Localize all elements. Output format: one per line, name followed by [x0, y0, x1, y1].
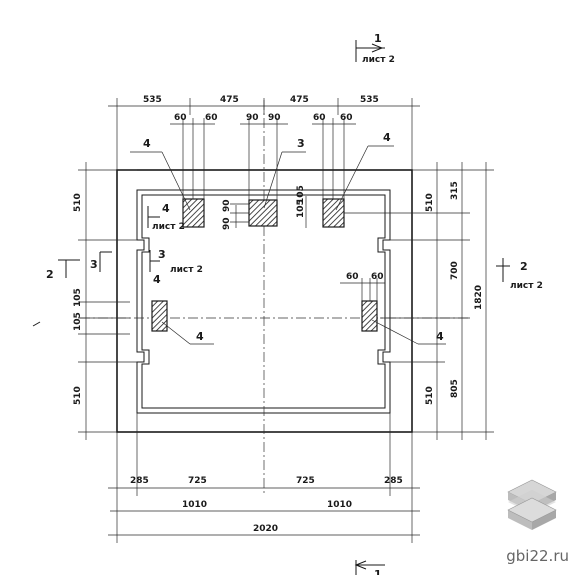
- top-small-6: 60: [340, 113, 353, 123]
- stray-mark: [32, 321, 41, 327]
- left-dimension-chain: 510 105 105 510: [73, 162, 137, 440]
- callout-top-mid-3: 3: [297, 137, 305, 150]
- bottom-total: 2020: [253, 524, 278, 534]
- section-top-sheet: лист 2: [362, 55, 395, 65]
- opening-right: [361, 300, 378, 332]
- callouts: 4 3 4 4 4: [130, 131, 446, 345]
- section-mark-right: 2 лист 2: [496, 258, 543, 291]
- section-mark-inner-4: 4 лист 2: [147, 202, 185, 232]
- top-small-3: 90: [246, 113, 259, 123]
- watermark-text: gbi22.ru: [506, 547, 569, 565]
- inner-wall-inner-line: [141, 194, 386, 409]
- section-right-num: 2: [520, 260, 528, 273]
- left-small-1: 90: [222, 199, 232, 212]
- gbi-logo-icon: [507, 479, 557, 530]
- callout-bottom-right-4: 4: [436, 330, 444, 343]
- section-inner-4-num: 4: [162, 202, 170, 215]
- section-inner-3-sheet: лист 2: [170, 265, 203, 275]
- right-pipe-2: 60: [371, 272, 384, 282]
- right-mid-3: 805: [450, 379, 460, 398]
- bottom-dim-4: 285: [384, 476, 403, 486]
- bottom-mid-1: 1010: [182, 500, 207, 510]
- right-inner-1: 510: [425, 193, 435, 212]
- right-dimension-chain: 510 510 315 700 805 1820: [344, 162, 494, 440]
- callout-top-right-4: 4: [383, 131, 391, 144]
- left-small-dims: 90 90 105 105: [222, 185, 307, 230]
- right-pipe-1: 60: [346, 272, 359, 282]
- right-mid-2: 700: [450, 261, 460, 280]
- opening-top-left: [182, 198, 205, 228]
- section-mark-left: 2 3: [46, 251, 112, 281]
- outer-contour: [116, 169, 413, 433]
- left-dim-2: 105: [73, 288, 83, 307]
- opening-left: [151, 300, 168, 332]
- section-inner-3-num: 3: [158, 248, 166, 261]
- bottom-dim-3: 725: [296, 476, 315, 486]
- left-small-2: 90: [222, 217, 232, 230]
- top-dim-2: 475: [220, 95, 239, 105]
- section-mark-bottom: 1: [354, 560, 385, 575]
- left-dim-1: 510: [73, 193, 83, 212]
- top-small-1: 60: [174, 113, 187, 123]
- section-left-3: 3: [90, 258, 98, 271]
- section-right-sheet: лист 2: [510, 281, 543, 291]
- section-mark-top: 1 лист 2: [355, 32, 395, 65]
- top-small-4: 90: [268, 113, 281, 123]
- top-small-5: 60: [313, 113, 326, 123]
- opening-top-right: [322, 198, 345, 228]
- section-bottom-num: 1: [374, 568, 382, 575]
- top-dimension-chain: 535 475 475 535 60 60 90 90 60 60: [108, 95, 420, 200]
- mid-small-1: 105: [296, 199, 306, 218]
- bottom-dimension-chain: 285 725 725 285 1010 1010 2020: [108, 413, 420, 543]
- section-inner-4-sheet: лист 2: [152, 222, 185, 232]
- right-inner-2: 510: [425, 386, 435, 405]
- left-dim-4: 510: [73, 386, 83, 405]
- section-left-num: 2: [46, 268, 54, 281]
- callout-bottom-left-4: 4: [196, 330, 204, 343]
- section-inner-3-sub: 4: [153, 273, 161, 286]
- top-dim-3: 475: [290, 95, 309, 105]
- mid-small-2: 105: [296, 185, 306, 204]
- left-dim-3: 105: [73, 312, 83, 331]
- right-total: 1820: [474, 285, 484, 310]
- bottom-dim-2: 725: [188, 476, 207, 486]
- top-dim-4: 535: [360, 95, 379, 105]
- bottom-mid-2: 1010: [327, 500, 352, 510]
- opening-top-center: [248, 199, 278, 227]
- section-top-num: 1: [374, 32, 382, 45]
- top-small-2: 60: [205, 113, 218, 123]
- right-mid-1: 315: [450, 181, 460, 200]
- bottom-dim-1: 285: [130, 476, 149, 486]
- top-dim-1: 535: [143, 95, 162, 105]
- section-mark-inner-3: 3 лист 2 4: [149, 248, 203, 286]
- right-pipe-dims: 60 60: [340, 272, 385, 301]
- callout-top-left-4: 4: [143, 137, 151, 150]
